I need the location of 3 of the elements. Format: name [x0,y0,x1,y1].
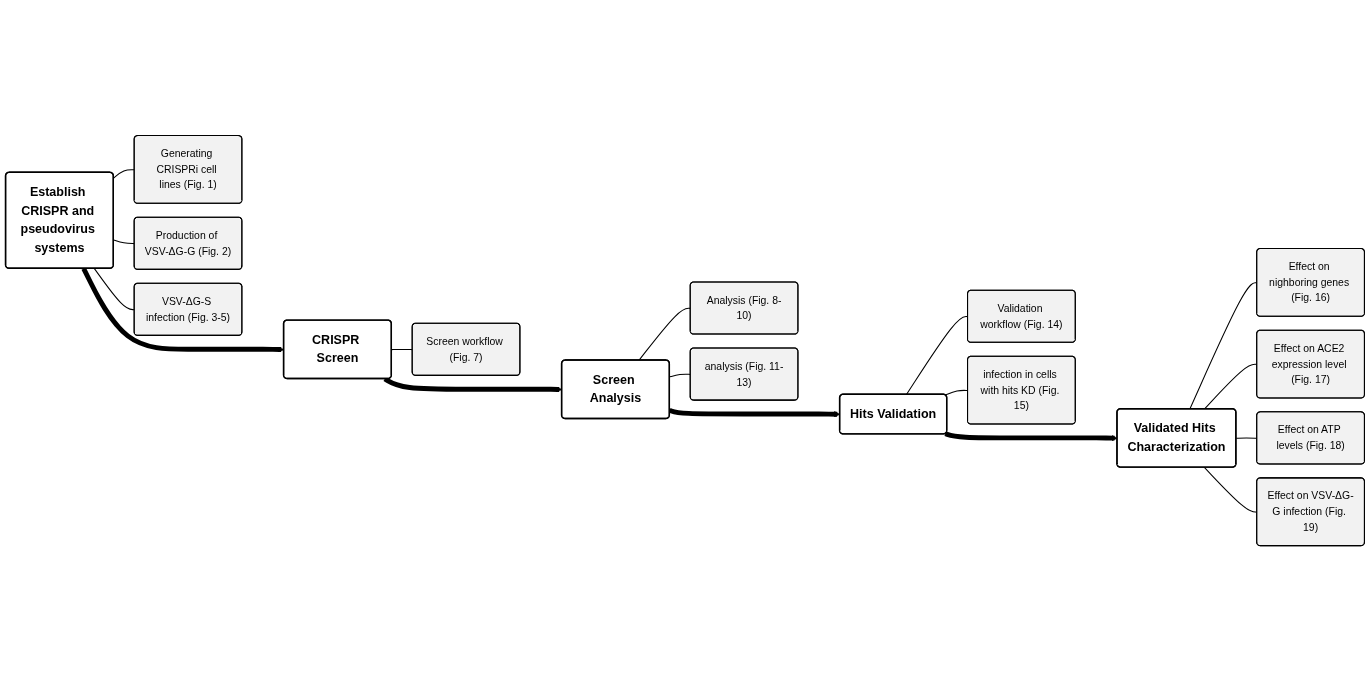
connector [113,169,135,179]
connector [113,239,135,245]
connector [93,267,135,311]
